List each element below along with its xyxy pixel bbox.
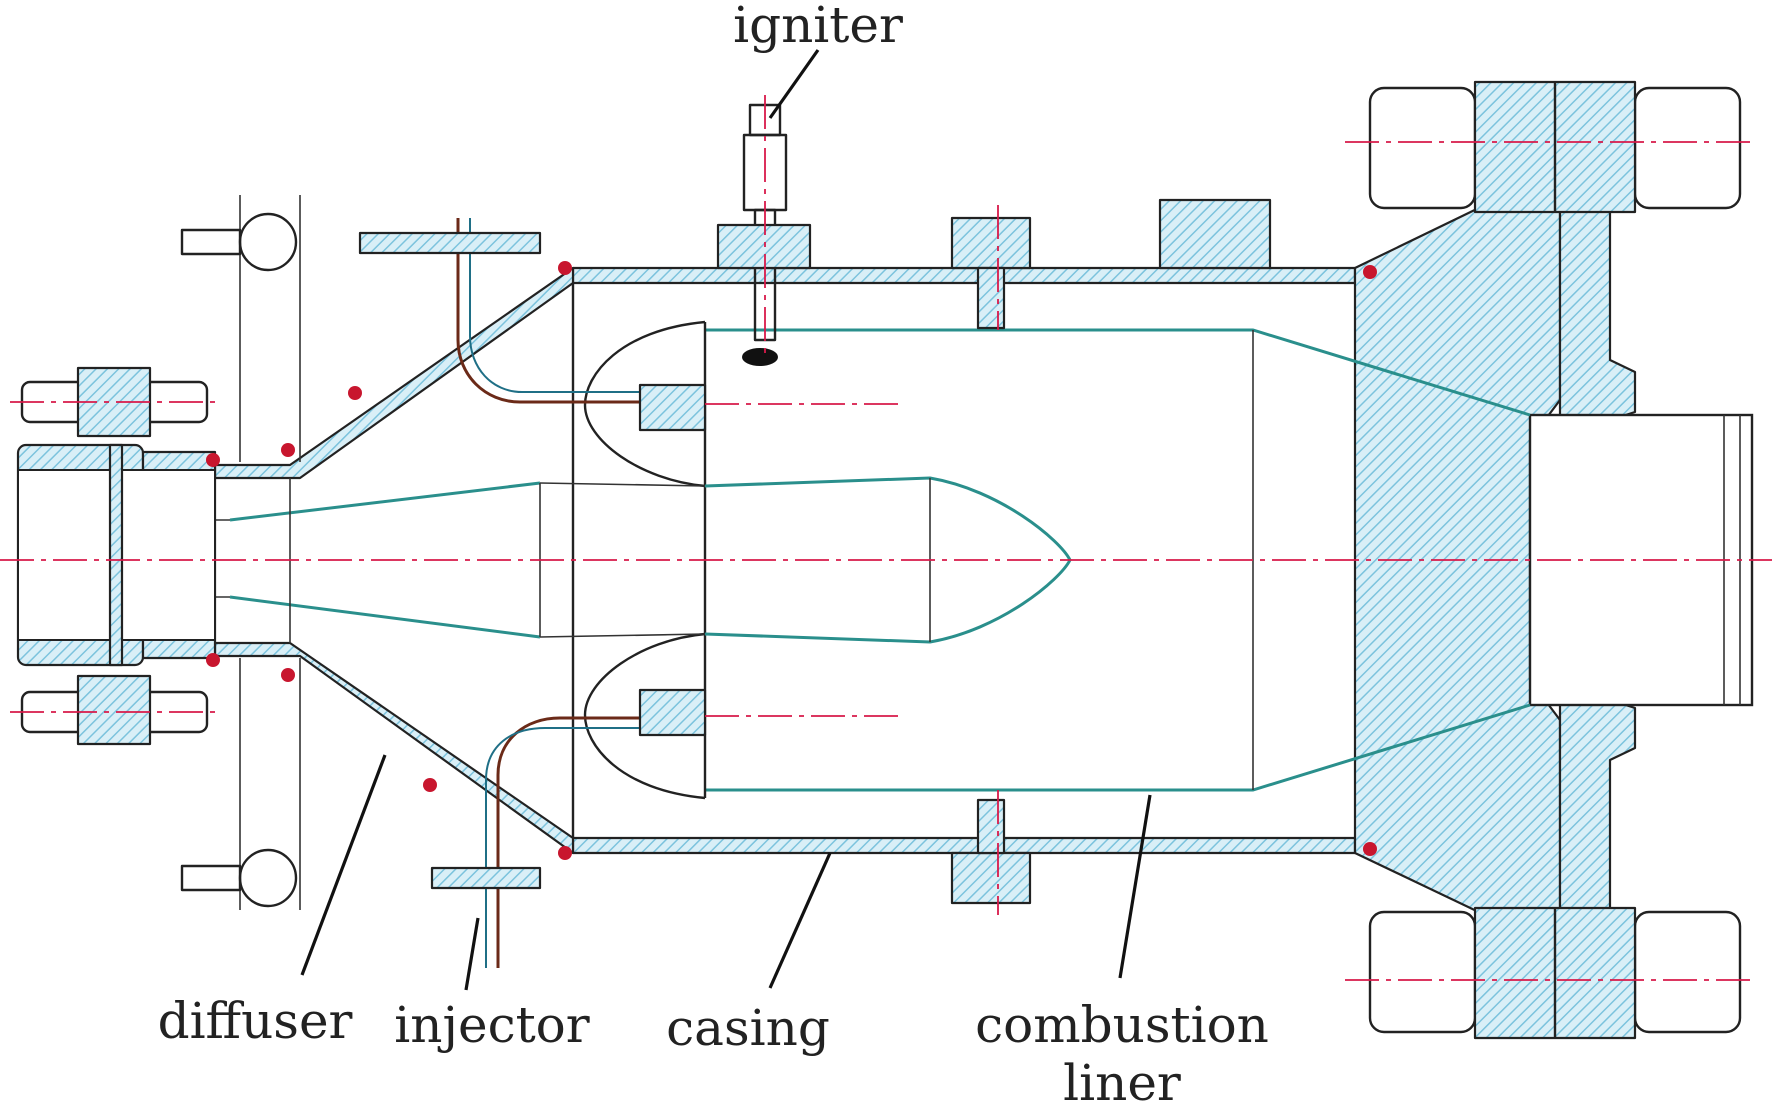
igniter-body [716, 103, 812, 366]
injector-assemblies [358, 218, 707, 968]
injector-label: injector [394, 996, 589, 1054]
combustion-liner-label-line1: combustion [975, 996, 1269, 1054]
casing-leader [768, 852, 832, 989]
combustion-liner-label-line2: liner [1063, 1054, 1181, 1110]
inlet-flange [16, 366, 217, 746]
weld-marks [206, 261, 1377, 860]
igniter-label: igniter [733, 0, 903, 54]
diffuser-leader [300, 754, 387, 976]
diffuser-label: diffuser [158, 992, 353, 1050]
injector-leader [464, 917, 480, 991]
igniter-leader [768, 49, 820, 119]
casing-ports [950, 198, 1272, 905]
centerlines [0, 95, 1772, 981]
casing-label: casing [666, 999, 830, 1057]
combustion-liner-leader [1118, 794, 1152, 979]
diffuser-fittings [180, 195, 301, 910]
